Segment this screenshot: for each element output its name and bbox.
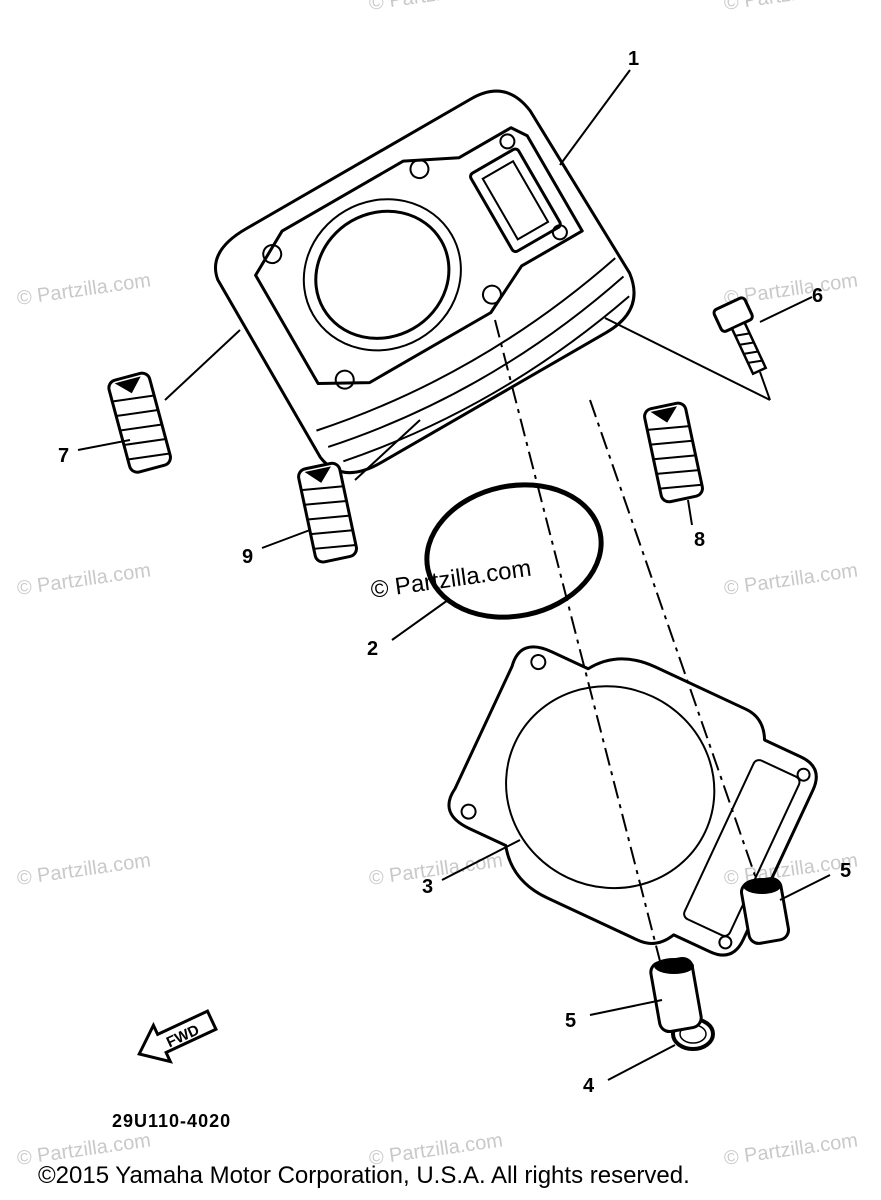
stud-8 bbox=[643, 401, 704, 504]
callout-2: 2 bbox=[367, 638, 378, 660]
gasket-hole bbox=[460, 803, 477, 820]
gasket-hole bbox=[718, 935, 733, 950]
watermark-text: © Partzilla.com bbox=[16, 849, 153, 890]
leader-9 bbox=[261, 529, 311, 549]
stud-tip bbox=[304, 466, 332, 483]
callout-7: 7 bbox=[58, 445, 69, 467]
callouts: 1 2 3 4 5 5 6 7 8 9 bbox=[58, 48, 851, 1097]
stud-tip bbox=[650, 406, 677, 423]
watermark-text: © Partzilla.com bbox=[369, 555, 533, 604]
cylinder-body-outline bbox=[213, 89, 636, 475]
bolt-hole bbox=[499, 133, 516, 150]
stud-9 bbox=[297, 461, 358, 564]
leader-6-ref-b bbox=[759, 371, 771, 401]
callout-3: 3 bbox=[422, 876, 433, 898]
callout-8: 8 bbox=[694, 529, 705, 551]
copyright-notice: ©2015 Yamaha Motor Corporation, U.S.A. A… bbox=[38, 1162, 690, 1189]
cylinder-fin bbox=[327, 275, 625, 448]
watermark-text: © Partzilla.com bbox=[723, 0, 860, 15]
watermark-text: © Partzilla.com bbox=[16, 559, 153, 600]
stud-7 bbox=[107, 371, 172, 474]
cylinder-top-face bbox=[254, 126, 584, 385]
stud-body bbox=[643, 401, 704, 504]
bolt-hole bbox=[551, 224, 568, 241]
cam-chain-tunnel-inner bbox=[481, 159, 550, 241]
bolt-thread bbox=[735, 332, 763, 364]
watermark-text: © Partzilla.com bbox=[16, 0, 153, 5]
bolt-hole bbox=[262, 244, 283, 265]
stud-body bbox=[297, 461, 358, 564]
leader-4 bbox=[607, 1044, 676, 1081]
stud-tip bbox=[114, 376, 141, 394]
stud-body bbox=[107, 371, 172, 474]
cam-chain-tunnel bbox=[469, 147, 562, 254]
watermark-text: © Partzilla.com bbox=[368, 0, 505, 15]
stud-thread bbox=[647, 425, 702, 490]
leader-9-ref bbox=[354, 419, 421, 481]
leader-6-ref-a bbox=[604, 317, 771, 401]
stud-thread bbox=[301, 485, 356, 550]
leader-3 bbox=[441, 839, 521, 881]
gasket-hole bbox=[530, 654, 547, 671]
leader-2 bbox=[391, 599, 449, 641]
gasket-bore bbox=[505, 685, 716, 890]
gasket-chain-slot bbox=[683, 759, 801, 937]
callout-5-upper: 5 bbox=[840, 860, 851, 882]
leader-7-ref bbox=[164, 329, 241, 401]
stud-thread bbox=[112, 394, 170, 461]
bolt-hole bbox=[334, 369, 355, 390]
watermark-text: © Partzilla.com bbox=[723, 849, 860, 890]
cylinder-bore-ring bbox=[302, 198, 462, 352]
watermark-text: © Partzilla.com bbox=[368, 849, 505, 890]
bolt bbox=[712, 296, 768, 376]
fwd-arrow: FWD bbox=[137, 1009, 218, 1064]
dowel-pin-top bbox=[743, 878, 781, 894]
bolt-shank bbox=[730, 320, 768, 376]
watermark-text: © Partzilla.com bbox=[723, 1129, 860, 1170]
leader-5-lower bbox=[589, 999, 663, 1016]
leader-1 bbox=[559, 69, 631, 166]
o-ring-outline bbox=[424, 482, 604, 620]
gasket-outline bbox=[447, 645, 818, 957]
callout-1: 1 bbox=[628, 48, 639, 70]
cylinder-fin bbox=[316, 257, 616, 432]
watermark-text: © Partzilla.com bbox=[16, 269, 153, 310]
dowel-pin-upper bbox=[740, 877, 790, 945]
watermark-text: © Partzilla.com bbox=[723, 559, 860, 600]
cylinder-fin bbox=[343, 295, 630, 463]
bolt-hole bbox=[409, 159, 430, 180]
cylinder-bore bbox=[314, 209, 451, 340]
dowel-pin-lower bbox=[649, 956, 703, 1034]
alignment-line-left bbox=[494, 319, 671, 1001]
leader-5-upper bbox=[779, 874, 831, 901]
leader-8 bbox=[687, 499, 693, 526]
cylinder bbox=[213, 89, 636, 475]
gasket-hole bbox=[796, 767, 811, 782]
leader-lines bbox=[77, 69, 831, 1081]
callout-6: 6 bbox=[812, 285, 823, 307]
o-ring: © Partzilla.com bbox=[369, 482, 604, 620]
fwd-arrow-shape bbox=[137, 1009, 218, 1064]
dowel-pin-top bbox=[654, 958, 694, 974]
callout-4: 4 bbox=[583, 1075, 595, 1097]
leader-7 bbox=[77, 439, 131, 451]
callout-5-lower: 5 bbox=[565, 1010, 576, 1032]
bolt-hole bbox=[481, 284, 502, 305]
cylinder-gasket bbox=[447, 645, 818, 957]
diagram-code: 29U110-4020 bbox=[112, 1111, 231, 1131]
callout-9: 9 bbox=[242, 546, 253, 568]
leader-6 bbox=[759, 296, 813, 323]
